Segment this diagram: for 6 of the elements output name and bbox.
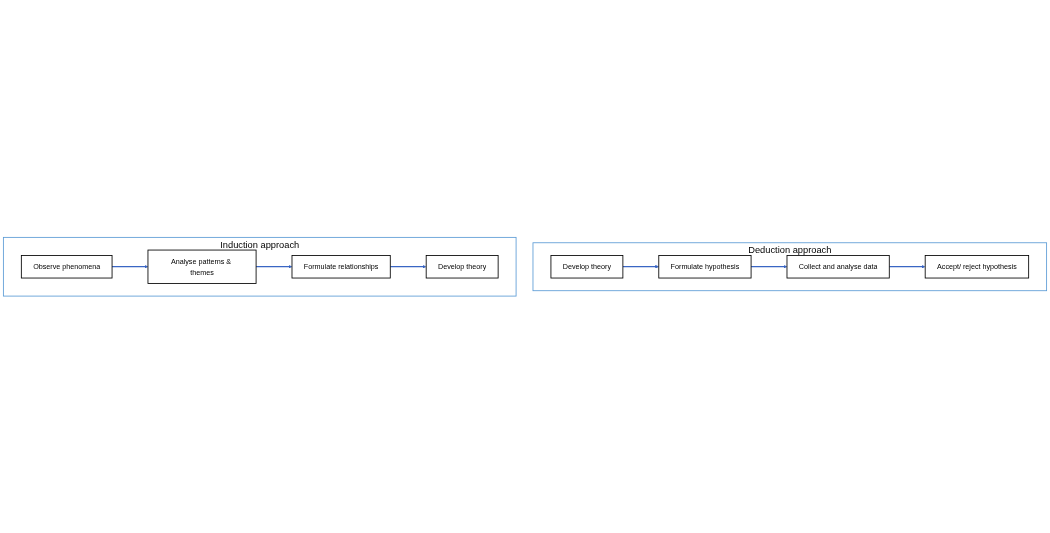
arrow <box>255 264 293 269</box>
arrow <box>888 264 926 269</box>
arrow <box>389 264 427 269</box>
arrow <box>111 264 149 269</box>
arrow <box>750 264 788 269</box>
arrow <box>622 264 659 269</box>
